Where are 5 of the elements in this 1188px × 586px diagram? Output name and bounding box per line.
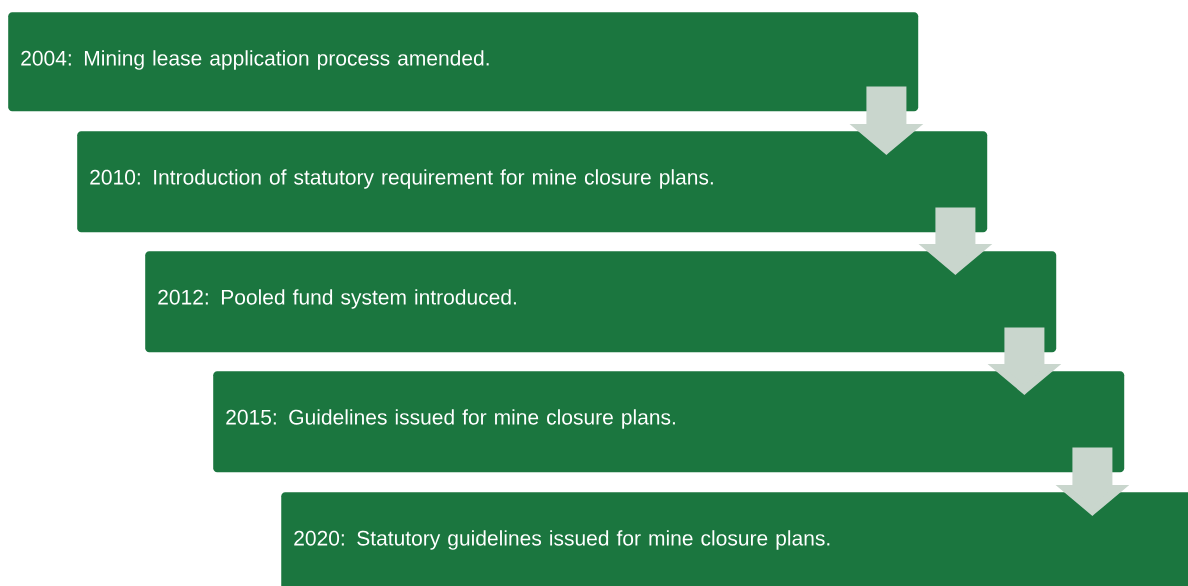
timeline-box: 2015: Guidelines issued for mine closure plans.	[213, 371, 1125, 473]
timeline-box: 2020: Statutory guidelines issued for mine closure plans.	[281, 492, 1188, 586]
timeline-box: 2004: Mining lease application process amended.	[8, 12, 919, 112]
timeline-box: 2010: Introduction of statutory requirement for mine closure plans.	[77, 131, 988, 233]
timeline-box: 2012: Pooled fund system introduced.	[145, 251, 1057, 353]
